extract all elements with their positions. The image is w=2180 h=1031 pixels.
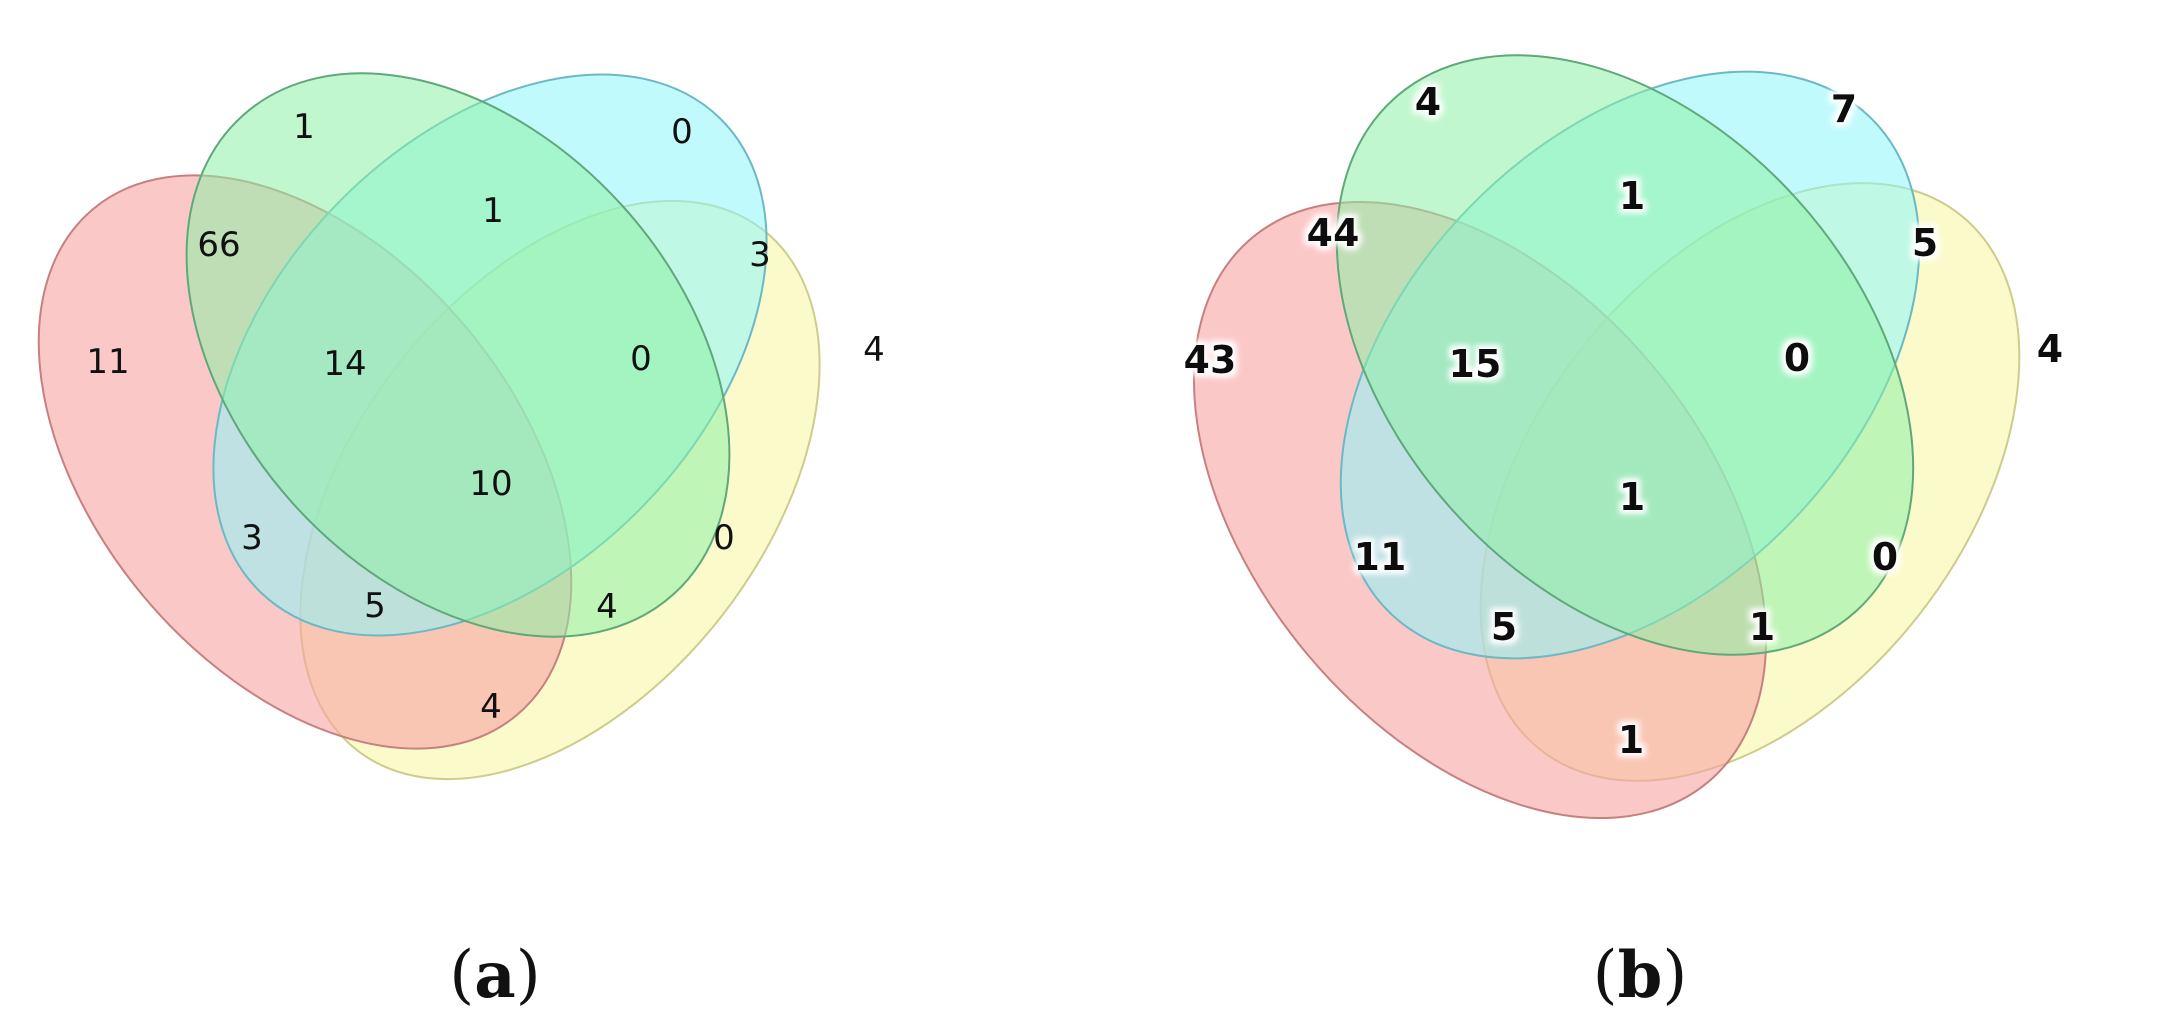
region-count: 4 <box>480 687 502 727</box>
region-count: 3 <box>749 235 771 275</box>
venn-panel-b: 4 7 1 5 4 44 43 15 0 1 11 0 5 1 1 (b) <box>1184 54 2063 1013</box>
set-green-ellipse <box>1335 54 1915 656</box>
region-count: 44 <box>1307 211 1360 255</box>
region-count: 4 <box>863 330 885 370</box>
region-count: 1 <box>1619 475 1645 519</box>
region-count: 1 <box>293 107 315 147</box>
panel-caption: (a) <box>449 938 540 1013</box>
region-count: 11 <box>1354 535 1407 579</box>
region-count: 66 <box>197 225 240 265</box>
region-count: 1 <box>1618 718 1644 762</box>
region-count: 5 <box>1912 221 1938 265</box>
set-green-ellipse <box>185 72 731 638</box>
region-count: 1 <box>1749 605 1775 649</box>
region-count: 0 <box>671 112 693 152</box>
region-count: 0 <box>1872 535 1898 579</box>
region-count: 11 <box>86 342 129 382</box>
region-count: 15 <box>1449 342 1502 386</box>
region-count: 1 <box>482 191 504 231</box>
region-count: 10 <box>469 464 512 504</box>
region-count: 0 <box>630 339 652 379</box>
region-count: 5 <box>1491 605 1517 649</box>
region-count: 14 <box>323 344 366 384</box>
region-count: 0 <box>713 518 735 558</box>
region-count: 5 <box>364 586 386 626</box>
region-count: 43 <box>1184 338 1237 382</box>
region-count: 4 <box>1415 80 1441 124</box>
region-count: 1 <box>1619 174 1645 218</box>
venn-panel-a: 1 0 1 3 4 66 11 14 0 10 3 0 5 4 4 (a) <box>37 72 885 1013</box>
region-count: 0 <box>1784 336 1810 380</box>
region-count: 3 <box>241 518 263 558</box>
panel-caption: (b) <box>1593 938 1688 1013</box>
region-count: 4 <box>596 587 618 627</box>
region-count: 4 <box>2037 327 2063 371</box>
region-count: 7 <box>1831 87 1857 131</box>
